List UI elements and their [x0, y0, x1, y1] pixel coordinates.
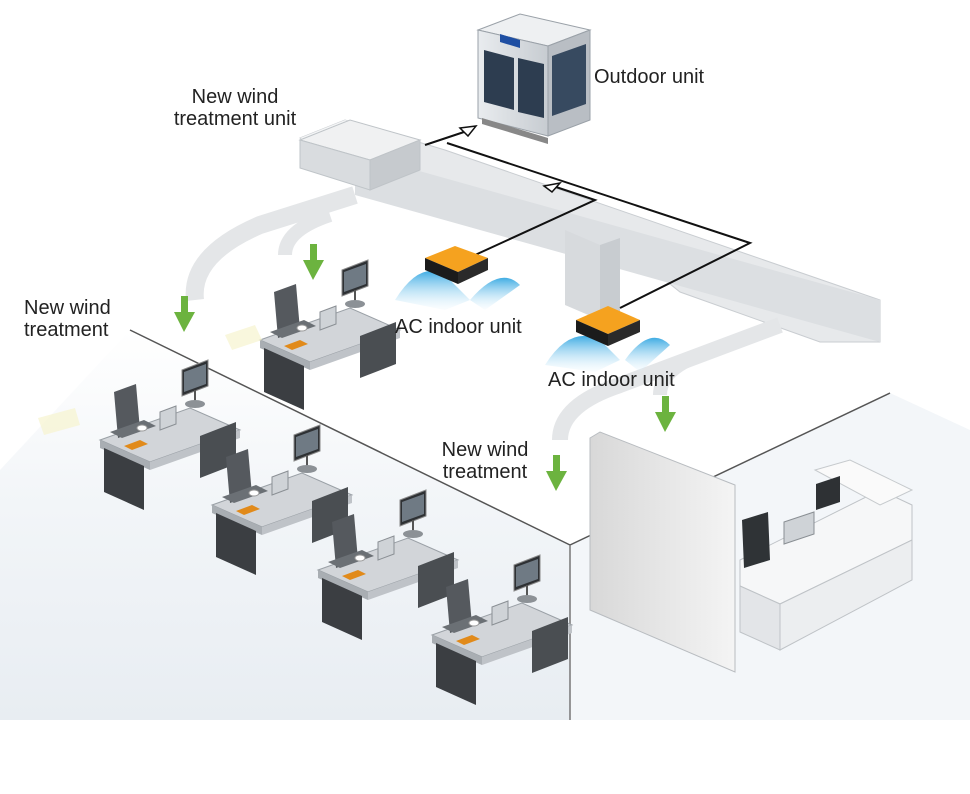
- center-wind-treatment-label-line1: New wind: [441, 439, 529, 461]
- outdoor-unit-label: Outdoor unit: [594, 66, 705, 88]
- reception-counter-icon: [739, 459, 914, 651]
- partition-wall-icon: [589, 431, 736, 673]
- ac-indoor-unit-2-label: AC indoor unit: [548, 369, 675, 391]
- duct-icon: [185, 119, 881, 441]
- ac-indoor-unit-1-label: AC indoor unit: [395, 316, 522, 338]
- left-wind-treatment-label-line1: New wind: [24, 297, 111, 319]
- ceiling-light-icon: [38, 325, 262, 435]
- fresh-air-unit-label-line1: New wind: [191, 86, 279, 108]
- airflow-arrow-icon: [303, 244, 324, 280]
- fresh-air-unit-label-line2: treatment unit: [173, 108, 297, 130]
- center-wind-treatment-label-line2: treatment: [442, 461, 528, 483]
- airflow-arrow-icon: [546, 455, 567, 491]
- fresh-air-handler-icon: [298, 119, 422, 191]
- ceiling-cassette-icon: [395, 246, 520, 310]
- outdoor-unit-icon: [476, 13, 592, 144]
- airflow-arrow-icon: [174, 296, 195, 332]
- airflow-arrow-icon: [655, 396, 676, 432]
- refrigerant-pipe-icon: [424, 125, 753, 309]
- ceiling-cassette-icon: [545, 306, 670, 372]
- left-wind-treatment-label-line2: treatment: [24, 319, 109, 341]
